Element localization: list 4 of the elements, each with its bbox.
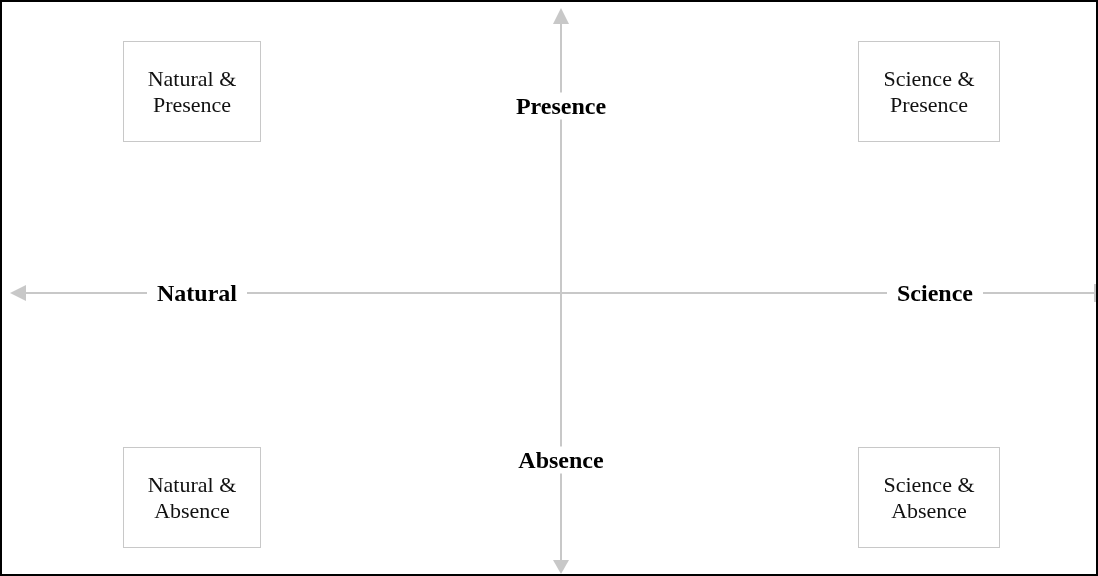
quadrant-box: Science & Presence: [858, 41, 1000, 142]
quadrant-box: Natural & Absence: [123, 447, 261, 548]
quadrant-box: Science & Absence: [858, 447, 1000, 548]
quadrant-box: Natural & Presence: [123, 41, 261, 142]
